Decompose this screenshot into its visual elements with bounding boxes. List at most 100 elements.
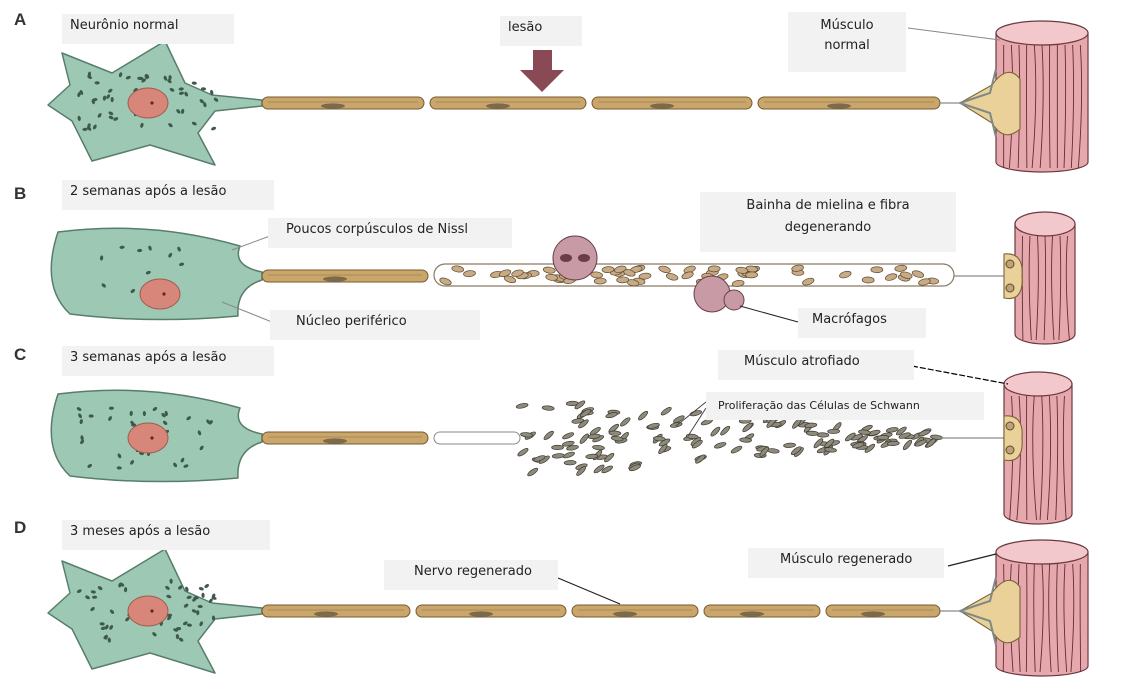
myelin-segment xyxy=(262,270,428,282)
schwann-nucleus xyxy=(613,611,637,616)
motor-end-plate xyxy=(960,69,1020,137)
schwann-cell xyxy=(543,430,555,441)
schwann-nucleus xyxy=(827,103,851,108)
schwann-cell xyxy=(516,402,529,409)
schwann-cell xyxy=(902,439,913,451)
macrophage xyxy=(694,276,730,312)
stage-label-b: 2 semanas após a lesão xyxy=(62,180,274,210)
schwann-cell xyxy=(605,411,618,418)
myelin-line-1: Bainha de mielina e fibra xyxy=(708,198,948,214)
muscle-normal-label: Músculo normal xyxy=(788,12,906,72)
end-plate-shape xyxy=(1004,416,1022,461)
nissl-body xyxy=(204,583,210,589)
schwann-cell xyxy=(877,435,889,440)
myelin-segment xyxy=(826,605,940,617)
macrophage-nucleus xyxy=(578,254,590,262)
nissl-body xyxy=(198,586,204,591)
muscle-normal-line-1: Músculo xyxy=(796,18,898,34)
schwann-cell xyxy=(739,438,751,443)
motor-end-plate xyxy=(960,577,1020,645)
myelin-debris xyxy=(594,278,606,284)
leader-line xyxy=(948,554,996,566)
myelin-debris xyxy=(658,265,671,274)
degenerating-fiber xyxy=(434,264,954,288)
myelin-debris xyxy=(871,267,883,273)
myelin-debris xyxy=(666,272,679,281)
lesion-arrow xyxy=(520,50,564,92)
macrophage-nucleus xyxy=(560,254,572,262)
stage-label-d: 3 meses após a lesão xyxy=(62,520,270,550)
nissl-body xyxy=(192,81,198,85)
myelin-debris xyxy=(451,265,464,273)
myelin-segment xyxy=(262,432,428,444)
myelin-debris xyxy=(918,278,931,287)
panel-letter-a: A xyxy=(14,10,26,30)
schwann-cell xyxy=(710,426,722,438)
end-plate-knob xyxy=(1006,422,1014,430)
nerve-regenerated-label: Nervo regenerado xyxy=(384,560,558,590)
nucleus-label: Núcleo periférico xyxy=(270,310,480,340)
muscle-fiber-line xyxy=(1080,564,1081,672)
muscle-top xyxy=(1004,372,1072,396)
nissl-label: Poucos corpúsculos de Nissl xyxy=(268,218,512,248)
nucleus xyxy=(128,88,168,118)
stage-label-c: 3 semanas após a lesão xyxy=(62,346,274,376)
macrophage xyxy=(553,236,597,280)
muscle-regenerated-label: Músculo regenerado xyxy=(748,548,944,578)
myelin-debris xyxy=(617,277,629,283)
macrophages-label: Macrófagos xyxy=(798,308,926,338)
myelin-segment xyxy=(416,605,566,617)
myelin-segment xyxy=(262,97,424,109)
nucleus xyxy=(140,279,180,309)
nucleolus xyxy=(150,101,153,104)
motor-end-plate xyxy=(1004,416,1022,461)
schwann-cell xyxy=(564,460,576,465)
motor-end-plate xyxy=(1004,254,1022,299)
nissl-body xyxy=(201,593,204,598)
myelin-segment xyxy=(704,605,820,617)
myelin-segment xyxy=(592,97,752,109)
leader-line xyxy=(232,236,270,250)
schwann-nucleus xyxy=(740,611,764,616)
neuron-cell-body xyxy=(48,41,262,165)
neuron-cell-body xyxy=(48,549,262,673)
muscle-atrophying xyxy=(1015,212,1075,344)
myelin-debris xyxy=(543,266,556,274)
schwann-cell xyxy=(783,443,795,448)
panel-letter-c: C xyxy=(14,345,26,365)
schwann-nucleus xyxy=(486,103,510,108)
schwann-cell xyxy=(542,405,554,410)
nucleus xyxy=(128,596,168,626)
panel-letter-d: D xyxy=(14,518,26,538)
myelin-debris xyxy=(708,266,720,272)
leader-line xyxy=(558,578,620,604)
schwann-cell xyxy=(579,433,590,445)
schwann-cell xyxy=(828,429,840,434)
stage-label-a: Neurônio normal xyxy=(62,14,234,44)
nucleolus xyxy=(162,292,165,295)
schwann-nucleus xyxy=(469,611,493,616)
myelin-line-2: degenerando xyxy=(708,220,948,236)
nissl-body xyxy=(95,81,100,84)
end-plate-knob xyxy=(1006,260,1014,268)
end-plate-knob xyxy=(1006,284,1014,292)
myelin-debris xyxy=(911,269,924,278)
end-plate-shape xyxy=(960,72,1020,135)
nucleolus xyxy=(150,436,153,439)
myelin-debris xyxy=(602,266,614,273)
schwann-cell xyxy=(637,410,649,421)
schwann-nucleus xyxy=(323,438,347,443)
myelin-segment xyxy=(430,97,586,109)
nucleus xyxy=(128,423,168,453)
myelin-debris xyxy=(884,273,897,282)
myelin-debris xyxy=(746,272,758,278)
schwann-cell xyxy=(719,425,731,436)
myelin-debris xyxy=(862,277,874,284)
panel-letter-b: B xyxy=(14,184,26,204)
schwann-cell xyxy=(527,467,539,478)
end-plate-shape xyxy=(960,580,1020,643)
neuron-cell-body xyxy=(51,390,262,481)
leader-line xyxy=(912,366,1008,384)
schwann-cell xyxy=(730,445,743,455)
schwann-nucleus xyxy=(650,103,674,108)
